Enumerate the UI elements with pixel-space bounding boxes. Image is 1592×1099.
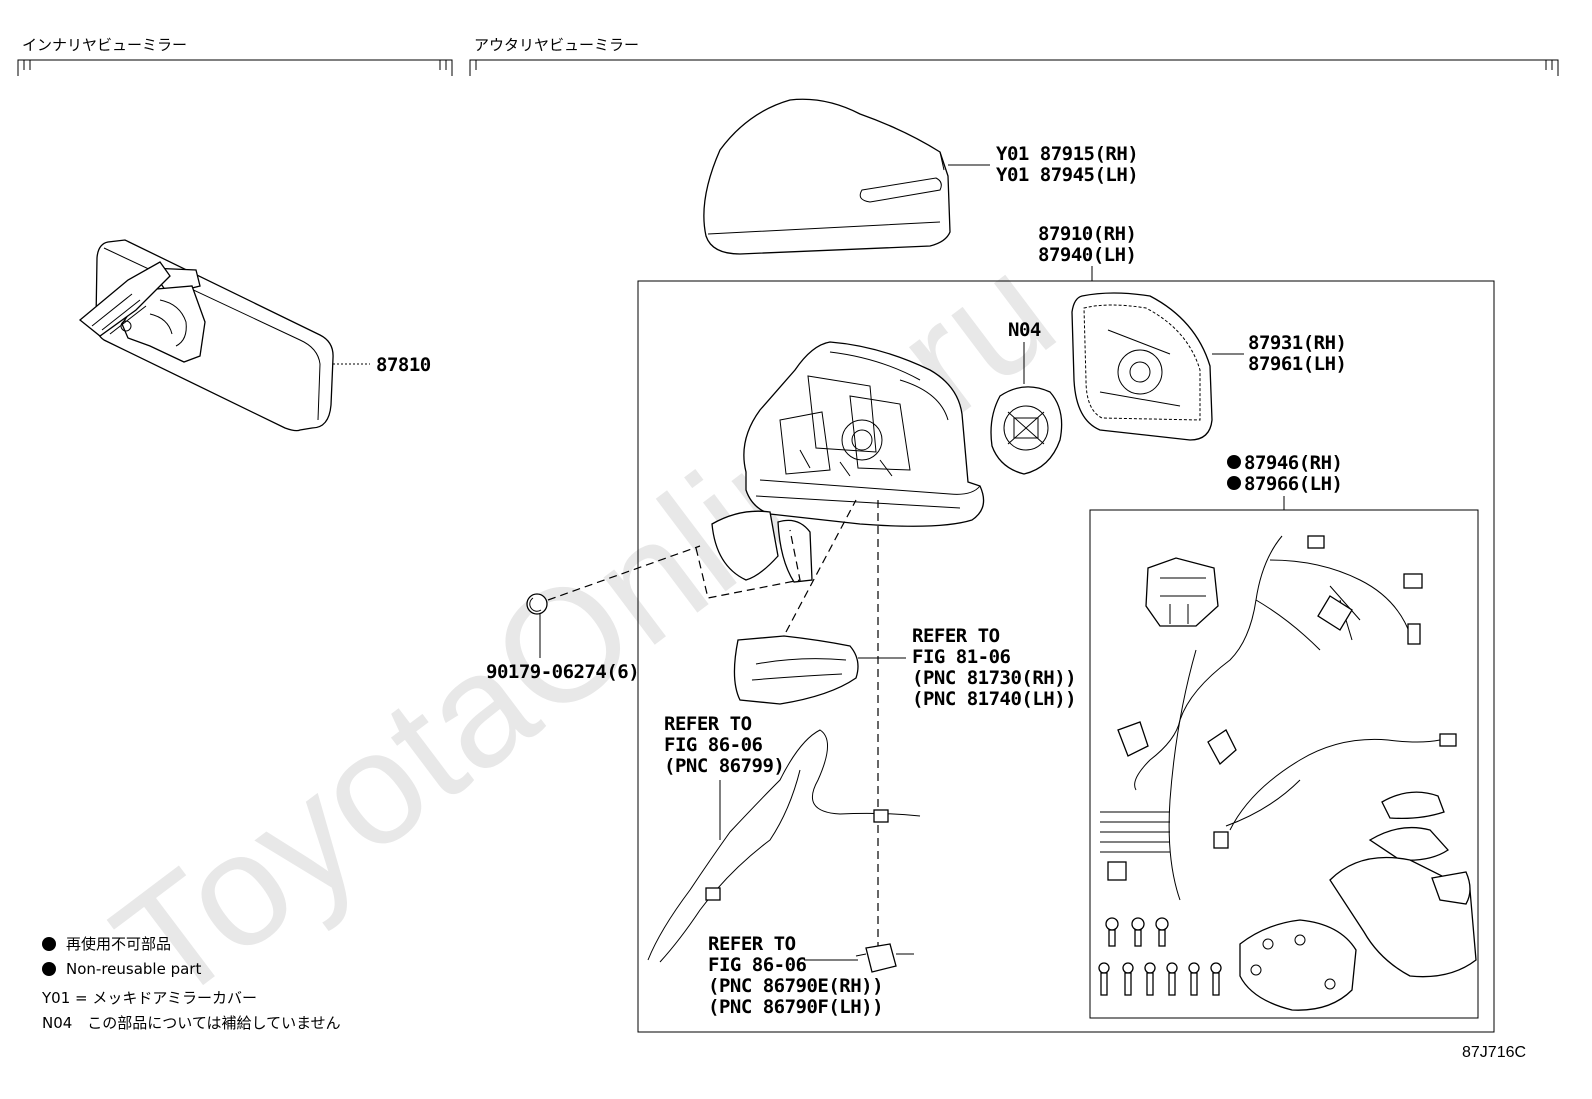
label-clip: 90179-06274(6) [486,661,639,683]
label-glass-lh: 87961(LH) [1248,353,1346,375]
nonreusable-dot-lh [1227,476,1241,490]
refer-86b-line2: FIG 86-06 [708,954,807,976]
turn-signal-illustration [733,635,859,705]
wire-illustration [647,729,921,961]
legend-line3: Y01 = メッキドアミラーカバー [41,989,257,1007]
assembly-box [637,280,1495,1033]
label-assy-lh: 87940(LH) [1038,244,1136,266]
lower-cover-illustration [711,510,813,583]
header-outer-bracket [469,59,1559,76]
legend-line4: N04 この部品については補給していません [42,1014,341,1032]
refer-81-line1: REFER TO [912,625,1000,647]
label-cover-lh: Y01 87945(LH) [996,164,1138,186]
mirror-body-illustration [743,341,985,527]
label-87810: 87810 [376,354,431,376]
label-n04: N04 [1008,319,1041,341]
mirror-cover-illustration [703,98,951,255]
harness-illustration [1100,535,1477,1011]
legend-dot-2 [42,962,56,976]
legend-line1: 再使用不可部品 [66,935,171,953]
screws-illustration [1098,917,1222,996]
mirror-glass-illustration [1071,292,1213,441]
refer-86b-line3: (PNC 86790E(RH)) [708,975,883,997]
legend-line2: Non-reusable part [66,960,201,978]
refer-81-line3: (PNC 81730(RH)) [912,667,1076,689]
label-harness-lh: 87966(LH) [1244,473,1342,495]
diagram-code: 87J716C [1462,1044,1526,1061]
label-glass-rh: 87931(RH) [1248,332,1346,354]
refer-86b-line4: (PNC 86790F(LH)) [708,996,883,1018]
legend-dot-1 [42,937,56,951]
sensor-illustration [855,943,914,973]
refer-81-line2: FIG 81-06 [912,646,1011,668]
header-inner-bracket [17,59,453,76]
label-harness-rh: 87946(RH) [1244,452,1342,474]
mirror-motor-illustration [990,386,1063,475]
header-inner-mirror: インナリヤビューミラー [22,36,187,54]
inner-mirror-illustration [78,239,334,432]
refer-86a-line3: (PNC 86799) [664,755,784,777]
nonreusable-dot-rh [1227,455,1241,469]
refer-86a-line1: REFER TO [664,713,752,735]
header-outer-mirror: アウタリヤビューミラー [474,36,639,54]
label-assy-rh: 87910(RH) [1038,223,1136,245]
label-cover-rh: Y01 87915(RH) [996,143,1138,165]
harness-box [1089,509,1479,1019]
refer-81-line4: (PNC 81740(LH)) [912,688,1076,710]
refer-86a-line2: FIG 86-06 [664,734,763,756]
refer-86b-line1: REFER TO [708,933,796,955]
clip-illustration [526,593,548,615]
